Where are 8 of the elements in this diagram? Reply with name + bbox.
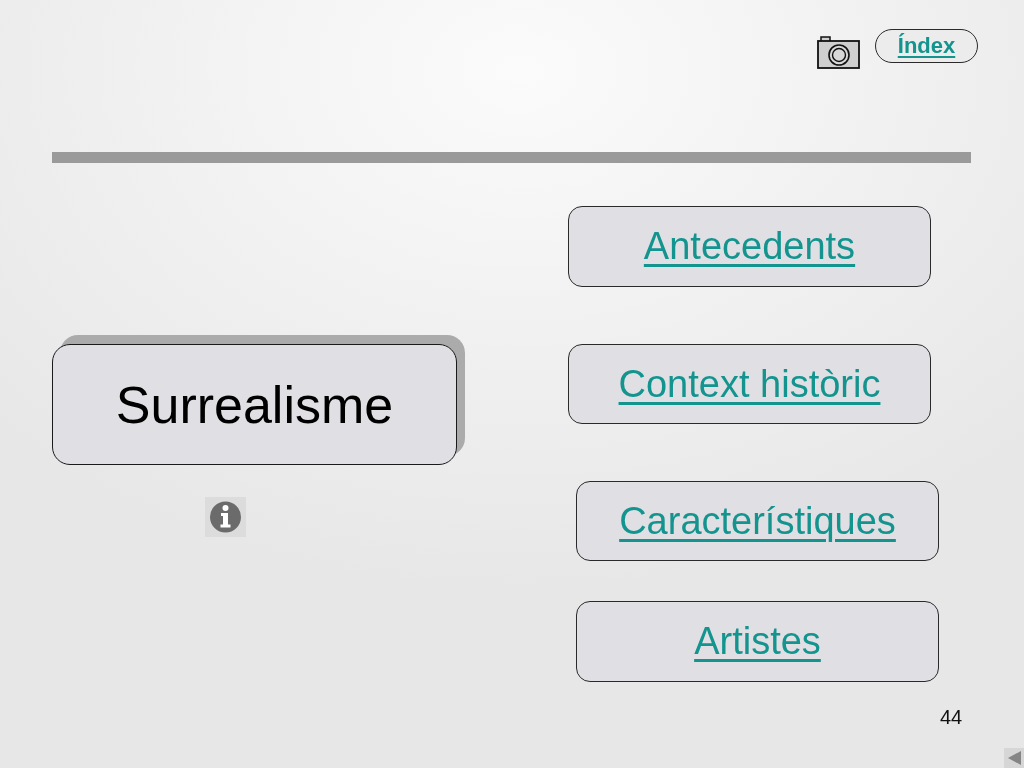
link-button: Artistes: [576, 601, 939, 682]
title-box: [52, 335, 465, 465]
link-button: Característiques: [576, 481, 939, 561]
title-text: Surrealisme: [115, 374, 394, 435]
page-number: 44: [940, 706, 963, 729]
index-button: Índex: [875, 29, 978, 63]
link-button: Antecedents: [568, 206, 931, 287]
link-button: Context històric: [568, 344, 931, 424]
